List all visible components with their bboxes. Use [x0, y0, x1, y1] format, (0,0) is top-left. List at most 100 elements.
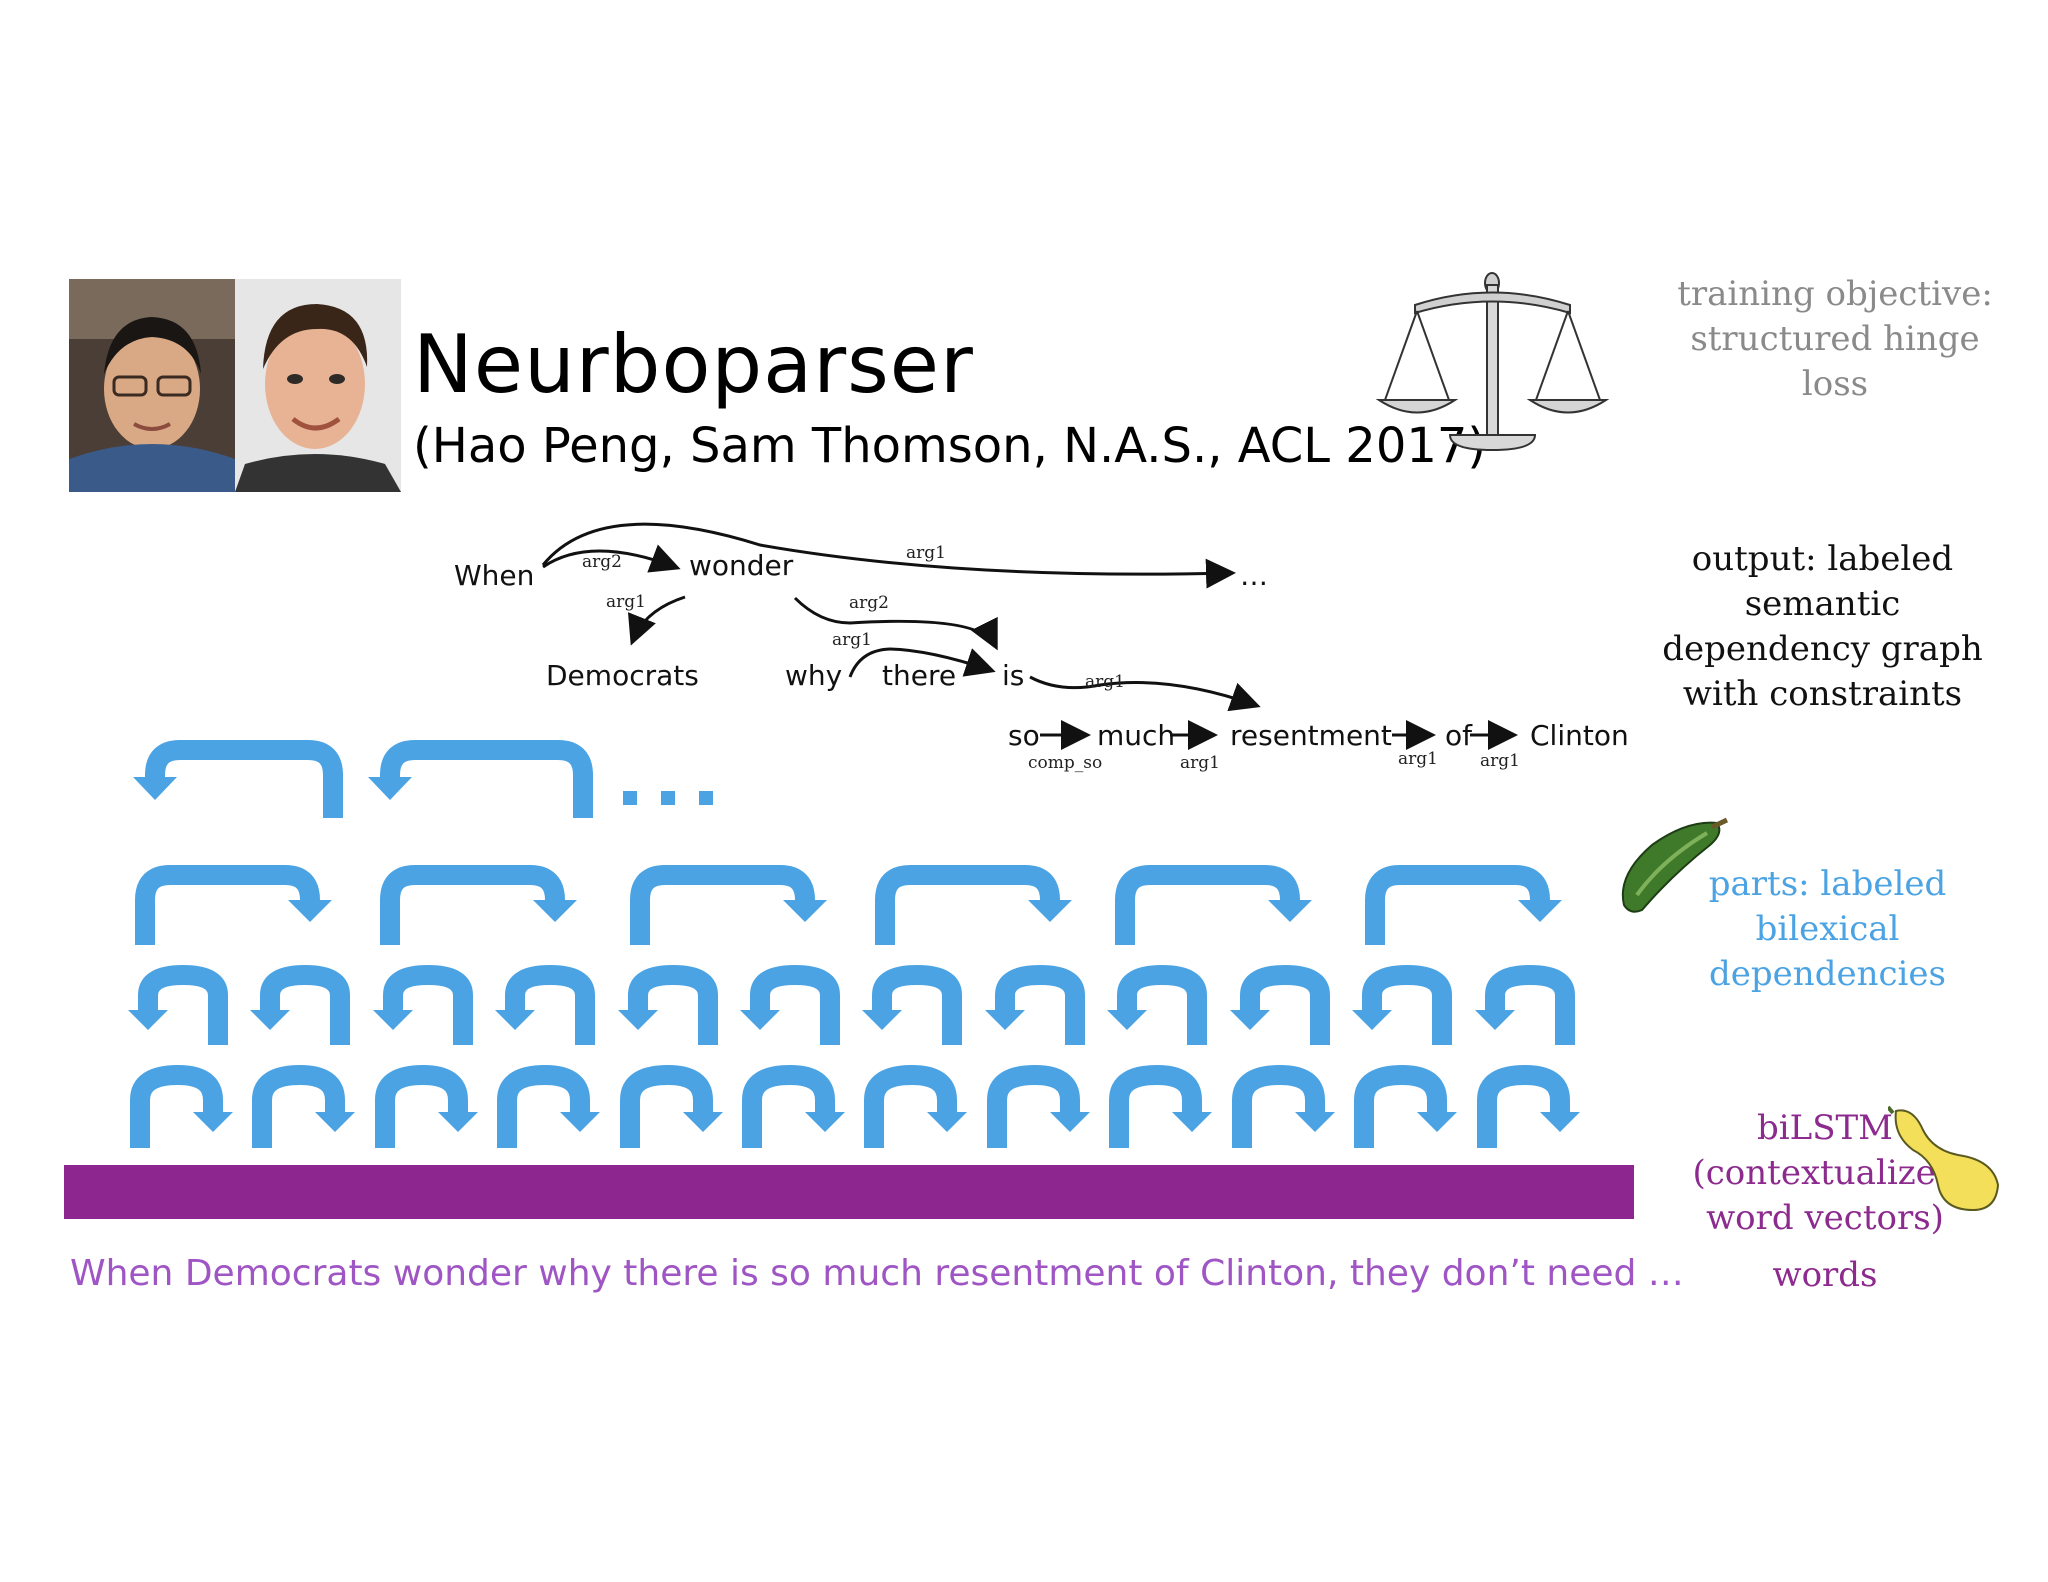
word-why: why	[785, 659, 842, 692]
forward-lstm-arrow	[1477, 1065, 1570, 1148]
edge-label-resentment-of: arg1	[1398, 749, 1438, 769]
forward-lstm-arrow	[497, 1065, 590, 1148]
part-arc-arrow	[875, 865, 1060, 945]
backward-lstm-arrowhead	[985, 1010, 1025, 1030]
part-arc-arrowhead	[1028, 900, 1072, 922]
author-photo-hao-peng	[69, 279, 235, 492]
backward-lstm-arrowhead	[373, 1010, 413, 1030]
forward-lstm-arrowhead	[438, 1112, 478, 1132]
edge-when-wonder	[542, 544, 681, 573]
part-arc-arrow	[135, 865, 320, 945]
label-words: words	[1772, 1255, 1878, 1295]
edge-when-dots	[541, 522, 1236, 589]
input-sentence: When Democrats wonder why there is so mu…	[70, 1253, 1684, 1294]
edge-label-of-clinton: arg1	[1480, 751, 1520, 771]
part-arc-arrowhead	[1518, 900, 1562, 922]
edge-label-when-wonder: arg2	[582, 552, 622, 572]
edge-is-resentment	[1029, 675, 1261, 712]
forward-lstm-arrow	[375, 1065, 468, 1148]
backward-lstm-arrowhead	[740, 1010, 780, 1030]
backward-lstm-arrowhead	[1107, 1010, 1147, 1030]
forward-lstm-arrowhead	[1050, 1112, 1090, 1132]
backward-lstm-arrow	[995, 965, 1085, 1045]
forward-lstm-arrowhead	[1295, 1112, 1335, 1132]
forward-lstm-arrow	[130, 1065, 223, 1148]
word-embedding-bar	[64, 1165, 1634, 1219]
backward-lstm-arrow	[138, 965, 228, 1045]
label-bilstm: biLSTM (contextualized word vectors)	[1692, 1108, 1958, 1238]
slide-subtitle: (Hao Peng, Sam Thomson, N.A.S., ACL 2017…	[413, 418, 1487, 474]
edge-label-much-resentment: arg1	[1180, 753, 1220, 773]
edge-label-why-is: arg1	[832, 630, 872, 650]
backward-lstm-arrow	[750, 965, 840, 1045]
word-so: so	[1008, 719, 1040, 752]
output-arc-arrow	[380, 740, 593, 818]
edge-label-so-much: comp_so	[1028, 753, 1102, 773]
backward-lstm-arrow	[1485, 965, 1575, 1045]
backward-lstm-arrowhead	[495, 1010, 535, 1030]
part-arc-arrowhead	[533, 900, 577, 922]
forward-lstm-arrow	[1232, 1065, 1325, 1148]
ellipsis-dot	[623, 791, 637, 805]
part-arc-arrowhead	[1268, 900, 1312, 922]
backward-lstm-arrowhead	[1352, 1010, 1392, 1030]
part-arc-arrow	[1365, 865, 1550, 945]
dependency-graph: When wonder Democrats why there is so mu…	[454, 522, 1629, 773]
forward-lstm-arrowhead	[1417, 1112, 1457, 1132]
backward-lstm-arrow	[383, 965, 473, 1045]
edge-label-when-dots: arg1	[906, 543, 946, 563]
forward-lstm-arrowhead	[193, 1112, 233, 1132]
squash-icon	[1888, 1105, 2000, 1212]
backward-lstm-arrow	[628, 965, 718, 1045]
forward-lstm-arrowhead	[1540, 1112, 1580, 1132]
edge-why-is	[848, 647, 996, 678]
part-arc-arrowhead	[288, 900, 332, 922]
slide-title: Neurboparser	[413, 318, 974, 411]
backward-lstm-arrow	[872, 965, 962, 1045]
part-arc-arrow	[630, 865, 815, 945]
edge-wonder-democrats	[628, 595, 686, 646]
output-arc-arrow	[145, 740, 343, 818]
forward-lstm-arrow	[1354, 1065, 1447, 1148]
part-arc-arrow	[1115, 865, 1300, 945]
word-there: there	[882, 659, 956, 692]
backward-lstm-arrowhead	[128, 1010, 168, 1030]
ellipsis-dot	[661, 791, 675, 805]
word-clinton: Clinton	[1530, 719, 1629, 752]
forward-lstm-arrow	[864, 1065, 957, 1148]
label-parts: parts: labeled bilexical dependencies	[1708, 864, 1947, 994]
backward-lstm-arrow	[1362, 965, 1452, 1045]
word-dots: …	[1240, 559, 1268, 592]
author-photos	[69, 279, 401, 492]
backward-lstm-arrowhead	[1230, 1010, 1270, 1030]
backward-lstm-arrowhead	[862, 1010, 902, 1030]
backward-lstm-arrowhead	[250, 1010, 290, 1030]
word-much: much	[1097, 719, 1175, 752]
word-democrats: Democrats	[546, 659, 699, 692]
word-wonder: wonder	[689, 549, 794, 582]
edge-label-wonder-democrats: arg1	[606, 592, 646, 612]
backward-lstm-arrow	[260, 965, 350, 1045]
backward-lstm-arrow	[1117, 965, 1207, 1045]
author-photo-sam-thomson	[235, 279, 401, 492]
edge-label-is-resentment: arg1	[1085, 672, 1125, 692]
part-arc-arrow	[380, 865, 565, 945]
forward-lstm-arrow	[987, 1065, 1080, 1148]
backward-lstm-arrowhead	[618, 1010, 658, 1030]
forward-lstm-arrowhead	[560, 1112, 600, 1132]
backward-lstm-arrow	[505, 965, 595, 1045]
label-output: output: labeled semantic dependency grap…	[1662, 539, 1983, 714]
forward-lstm-arrowhead	[805, 1112, 845, 1132]
backward-lstm-arrowhead	[1475, 1010, 1515, 1030]
backward-lstm-arrow	[1240, 965, 1330, 1045]
forward-lstm-arrowhead	[1172, 1112, 1212, 1132]
word-is: is	[1002, 659, 1024, 692]
output-arc-arrowhead	[368, 777, 412, 800]
zucchini-icon	[1621, 817, 1729, 913]
part-arc-arrowhead	[783, 900, 827, 922]
edge-label-wonder-is: arg2	[849, 593, 889, 613]
forward-lstm-arrow	[1109, 1065, 1202, 1148]
forward-lstm-arrowhead	[683, 1112, 723, 1132]
forward-lstm-arrowhead	[315, 1112, 355, 1132]
forward-lstm-arrow	[742, 1065, 835, 1148]
